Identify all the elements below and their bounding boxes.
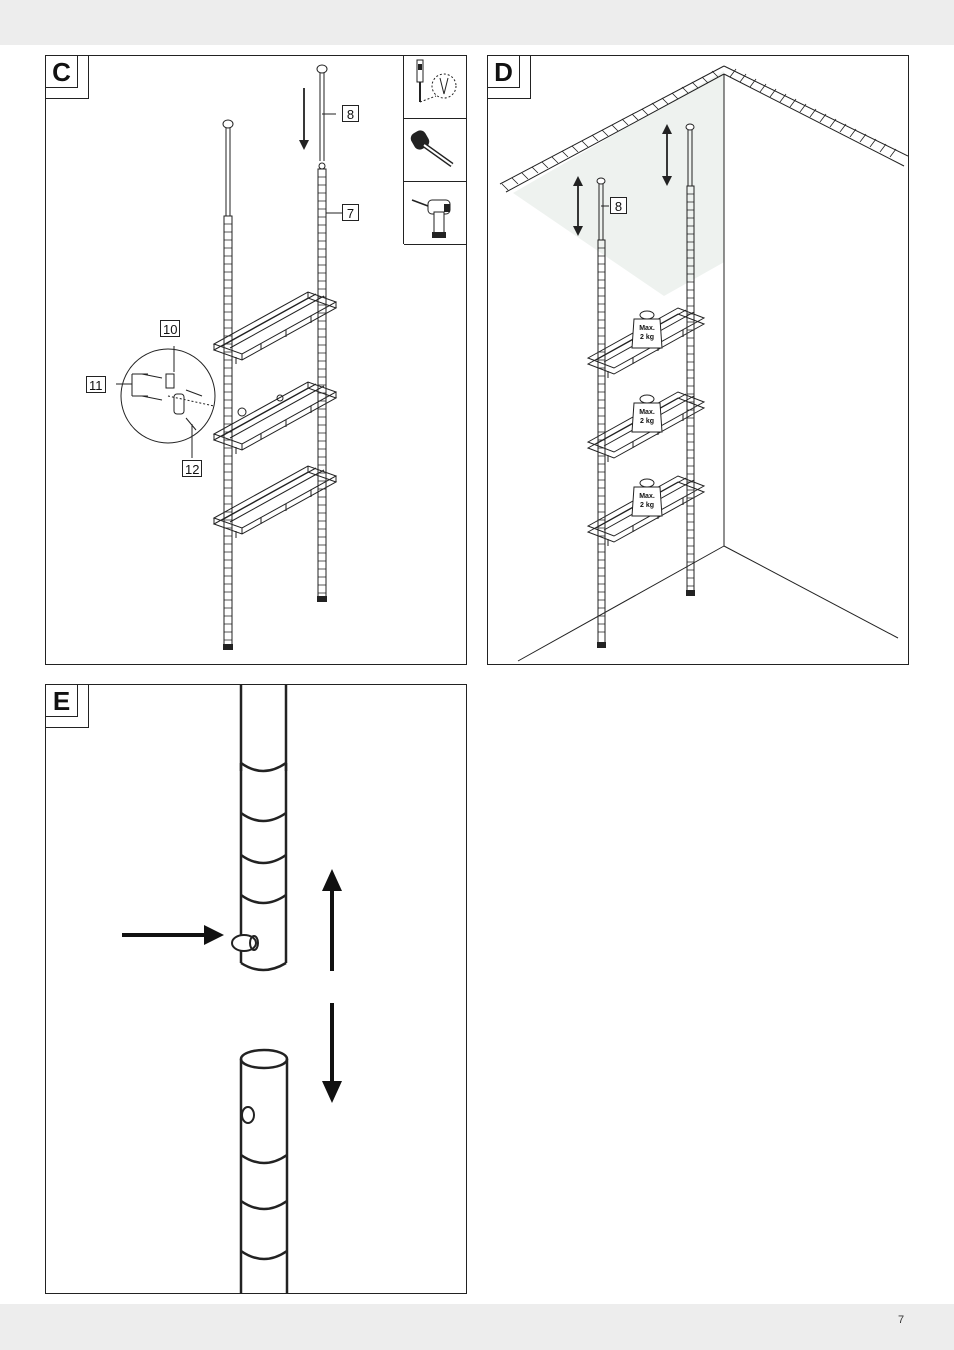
tool-cell-screwdriver xyxy=(404,56,466,119)
tool-cell-hammer xyxy=(404,119,466,182)
panel-d-label: D xyxy=(488,56,520,88)
page-number: 7 xyxy=(898,1314,904,1326)
weight-max: Max. xyxy=(634,324,660,333)
weight-value: 2 kg xyxy=(634,501,660,510)
panel-c: C 8 7 10 11 12 xyxy=(45,55,467,665)
weight-label-top: Max. 2 kg xyxy=(634,324,660,342)
panel-d: D 8 Max. 2 kg Max. 2 kg Max. 2 kg xyxy=(487,55,909,665)
weight-value: 2 kg xyxy=(634,417,660,426)
ref-8: 8 xyxy=(342,105,359,122)
weight-label-middle: Max. 2 kg xyxy=(634,408,660,426)
panel-c-label: C xyxy=(46,56,78,88)
drill-icon xyxy=(404,182,466,244)
weight-max: Max. xyxy=(634,492,660,501)
panel-d-label-box: D xyxy=(488,56,531,99)
ref-8: 8 xyxy=(610,197,627,214)
tools-column xyxy=(403,56,466,244)
ref-11: 11 xyxy=(86,376,106,393)
panel-e: E xyxy=(45,684,467,1294)
header-band xyxy=(0,0,954,45)
footer-band xyxy=(0,1304,954,1350)
panel-e-label-box: E xyxy=(46,685,89,728)
ref-10: 10 xyxy=(160,320,180,337)
ref-7: 7 xyxy=(342,204,359,221)
weight-label-bottom: Max. 2 kg xyxy=(634,492,660,510)
weight-max: Max. xyxy=(634,408,660,417)
panel-d-illustration xyxy=(488,56,909,665)
panel-e-label: E xyxy=(46,685,78,717)
weight-value: 2 kg xyxy=(634,333,660,342)
ref-12: 12 xyxy=(182,460,202,477)
panel-e-illustration xyxy=(46,685,467,1294)
panel-c-label-box: C xyxy=(46,56,89,99)
hammer-icon xyxy=(404,119,466,181)
screwdriver-icon xyxy=(404,56,466,118)
tool-cell-drill xyxy=(404,182,466,245)
